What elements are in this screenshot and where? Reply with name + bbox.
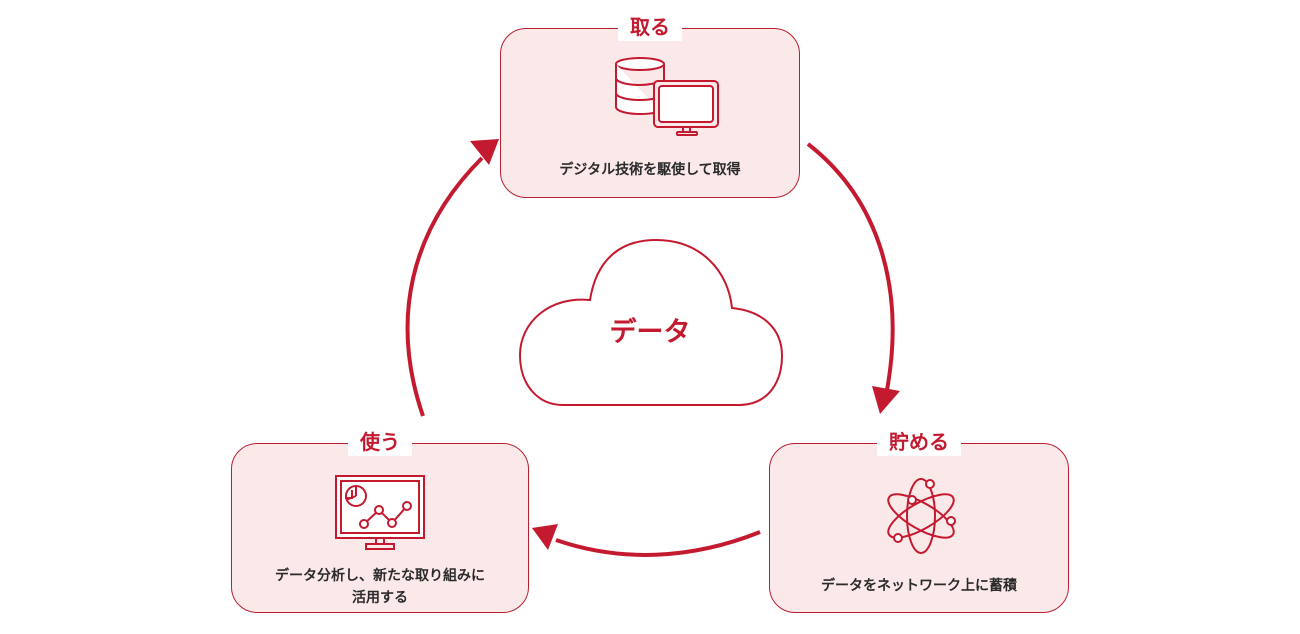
arrow-acquire-to-store — [806, 142, 895, 391]
arrow-use-to-acquire — [405, 156, 484, 417]
analytics-monitor-icon — [335, 475, 425, 550]
stage-title-use: 使う — [348, 428, 412, 456]
cloud-icon — [518, 238, 784, 406]
stage-box-store: 貯める データをネットワーク上に蓄積 — [769, 428, 1069, 613]
database-monitor-icon — [615, 57, 719, 136]
arrow-head-store — [872, 386, 900, 414]
arrow-head-use — [532, 524, 558, 550]
cloud-label: データ — [609, 317, 691, 348]
stage-title-acquire: 取る — [618, 13, 682, 41]
stage-desc-store: データをネットワーク上に蓄積 — [821, 578, 1017, 594]
stage-box-acquire: 取る デジタル技術を駆使して取得 — [500, 13, 800, 198]
atom-icon — [887, 478, 956, 554]
stage-box-use: 使う データ分析し、新たな取り組みに 活用する — [231, 428, 529, 613]
stage-desc-use-line2: 活用する — [352, 590, 408, 606]
arrow-store-to-use — [555, 530, 761, 557]
stage-desc-acquire: デジタル技術を駆使して取得 — [559, 162, 741, 178]
arrow-head-acquire — [470, 139, 499, 165]
stage-title-store: 貯める — [877, 428, 961, 456]
stage-desc-use-line1: データ分析し、新たな取り組みに — [275, 568, 485, 584]
